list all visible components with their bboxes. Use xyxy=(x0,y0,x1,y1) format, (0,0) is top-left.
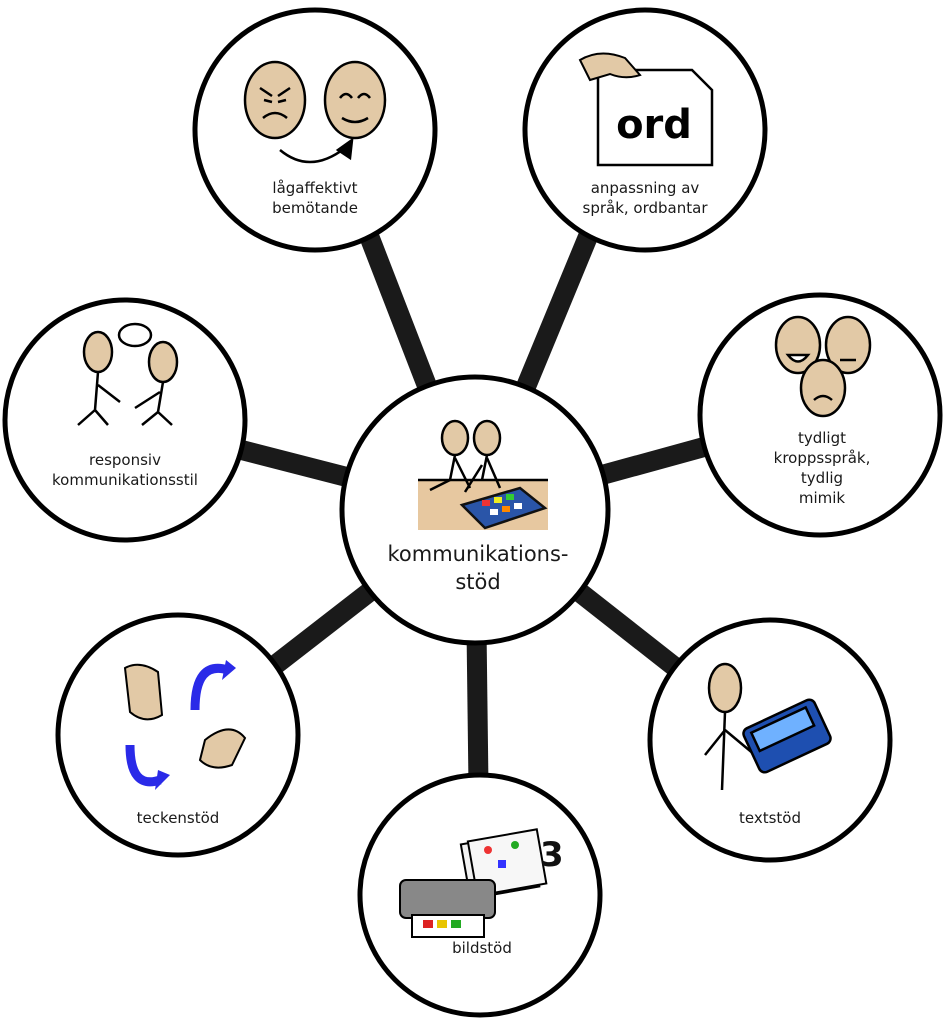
node-label-anpassning: anpassning av språk, ordbantar xyxy=(582,179,708,217)
node-circle-teckenstod xyxy=(55,612,301,858)
angry-to-calm-faces-icon xyxy=(243,60,387,164)
node-label-lagaffektivt: lågaffektivt bemötande xyxy=(272,179,358,217)
center-label: kommunikations- stöd xyxy=(387,542,569,594)
node-circle-responsiv xyxy=(2,297,248,543)
facial-expressions-icon xyxy=(774,315,872,418)
word-card-text: ord xyxy=(616,102,692,148)
picture-printer-icon xyxy=(399,828,548,938)
people-talking-icon xyxy=(77,322,179,426)
sign-language-hands-icon xyxy=(123,660,247,790)
number-badge: 3 xyxy=(540,835,564,875)
node-label-responsiv: responsiv kommunikationsstil xyxy=(52,451,198,489)
node-label-tydligt: tydligt kroppsspråk, tydlig mimik xyxy=(773,429,871,507)
node-label-bildstod: bildstöd xyxy=(452,939,512,957)
person-with-text-device-icon xyxy=(704,662,832,791)
word-card-icon: ord xyxy=(578,52,714,167)
people-communication-board-icon xyxy=(418,419,548,530)
node-label-textstod: textstöd xyxy=(739,809,801,827)
node-label-teckenstod: teckenstöd xyxy=(136,809,220,827)
